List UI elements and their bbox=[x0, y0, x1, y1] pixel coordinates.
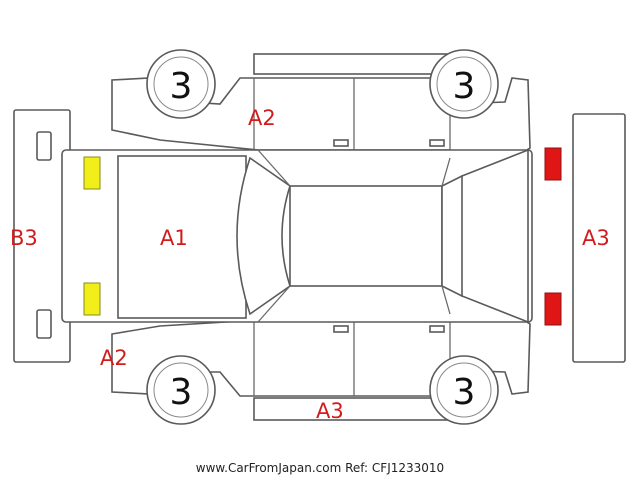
tire-rear-bottom-label: 3 bbox=[453, 372, 476, 413]
rear-bumper bbox=[572, 113, 626, 363]
damage-label-hood: A1 bbox=[160, 226, 188, 250]
damage-label-lower-side: A3 bbox=[316, 399, 344, 423]
front-light-bottom bbox=[83, 282, 101, 316]
rear-light-top bbox=[544, 147, 562, 181]
tire-rear-top: 3 bbox=[429, 49, 499, 119]
front-light-top bbox=[83, 156, 101, 190]
damage-label-front-bumper: B3 bbox=[10, 226, 38, 250]
top-side-strip bbox=[253, 53, 455, 75]
footer-reference: www.CarFromJapan.com Ref: CFJ1233010 bbox=[196, 461, 444, 475]
rear-light-bottom bbox=[544, 292, 562, 326]
bottom-side-strip bbox=[253, 397, 455, 421]
car-top-view bbox=[61, 148, 533, 324]
tire-front-top-label: 3 bbox=[170, 66, 193, 107]
tire-rear-bottom: 3 bbox=[429, 355, 499, 425]
damage-label-roof-left-upper: A2 bbox=[248, 106, 276, 130]
tire-rear-top-label: 3 bbox=[453, 66, 476, 107]
damage-label-rear-bumper: A3 bbox=[582, 226, 610, 250]
tire-front-bottom: 3 bbox=[146, 355, 216, 425]
damage-label-front-left-lower: A2 bbox=[100, 346, 128, 370]
tire-front-bottom-label: 3 bbox=[170, 372, 193, 413]
tire-front-top: 3 bbox=[146, 49, 216, 119]
